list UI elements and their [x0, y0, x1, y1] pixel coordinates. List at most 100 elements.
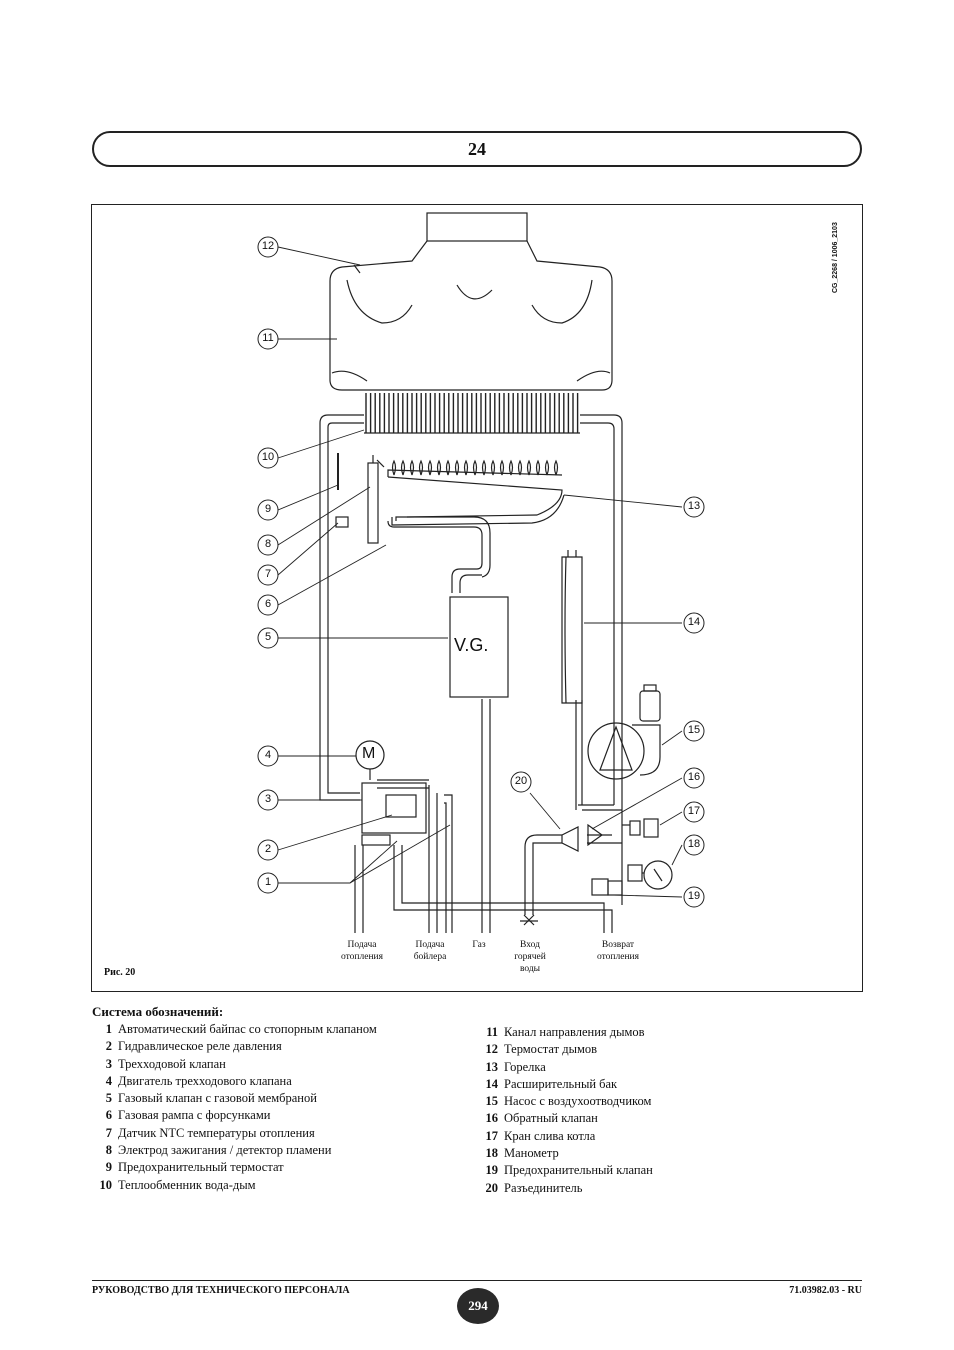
- legend-left-column: 1 Автоматический байпас со стопорным клап…: [92, 1021, 377, 1194]
- legend-item-text: Манометр: [504, 1146, 559, 1161]
- callout-label-circle: [257, 627, 279, 649]
- burner-flame: [535, 459, 541, 476]
- burner-flame: [436, 459, 442, 476]
- three-way-valve: [361, 782, 427, 834]
- callout-label: 3: [264, 793, 272, 805]
- callout-label-circle: [257, 534, 279, 556]
- legend-item-number: 10: [99, 1177, 113, 1192]
- burner-flame: [445, 459, 451, 476]
- burner-flame: [544, 459, 550, 476]
- safety-valve: [591, 878, 623, 896]
- burner-flame: [508, 459, 514, 476]
- legend-item-number: 11: [486, 1025, 498, 1039]
- legend-item: 11 Канал направления дымов: [478, 1024, 653, 1041]
- legend-item-text: Датчик NTC температуры отопления: [118, 1125, 315, 1140]
- callout-label-circle: [683, 720, 705, 742]
- callout-label-circle: [257, 872, 279, 894]
- burner-flame: [490, 459, 496, 476]
- legend-item-text: Предохранительный клапан: [504, 1163, 653, 1178]
- manometer: [627, 860, 673, 890]
- figure-frame: CG_2268 / 1006_2103 V.G. M Подача отопле…: [91, 204, 863, 992]
- callout-label: 4: [264, 749, 272, 761]
- callout-label: 13: [687, 500, 701, 512]
- legend-item-number: 20: [485, 1180, 499, 1195]
- legend-item: 12 Термостат дымов: [478, 1041, 653, 1058]
- callout-label: 20: [514, 775, 528, 787]
- callout-label-circle: [257, 564, 279, 586]
- callout-label-circle: [683, 496, 705, 518]
- legend-item-number: 5: [105, 1091, 112, 1106]
- legend-item-number: 12: [485, 1042, 499, 1057]
- legend-item-text: Газовый клапан с газовой мембраной: [118, 1091, 317, 1106]
- footer-divider: [92, 1280, 862, 1281]
- burner-flame: [517, 459, 523, 476]
- legend-item-number: 15: [485, 1094, 499, 1109]
- legend-item-number: 16: [485, 1111, 499, 1126]
- legend-item-number: 18: [485, 1146, 499, 1161]
- callout-label: 17: [687, 805, 701, 817]
- callout-label-circle: [683, 612, 705, 634]
- legend-item-number: 13: [485, 1059, 499, 1074]
- heat-exchanger: [365, 393, 579, 433]
- legend-item-text: Канал направления дымов: [504, 1025, 645, 1039]
- drawing-code: CG_2268 / 1006_2103: [832, 222, 839, 293]
- gas-valve: [449, 596, 509, 698]
- footer-manual-title: РУКОВОДСТВО ДЛЯ ТЕХНИЧЕСКОГО ПЕРСОНАЛА: [92, 1285, 350, 1296]
- electrode: [367, 455, 385, 544]
- check-valve: [587, 823, 604, 847]
- callout-label: 12: [261, 240, 275, 252]
- burner-flame: [454, 459, 460, 476]
- burner-flame: [499, 459, 505, 476]
- pipes: [319, 414, 623, 933]
- callout-label: 6: [264, 598, 272, 610]
- port-label-heating-flow: Подача отопления: [341, 940, 383, 962]
- callout-label: 2: [264, 843, 272, 855]
- flue-hood: [329, 212, 613, 391]
- legend-item-text: Насос с воздухоотводчиком: [504, 1094, 652, 1109]
- callout-label-circle: [683, 834, 705, 856]
- legend-item-number: 1: [105, 1022, 112, 1036]
- legend-item: 1 Автоматический байпас со стопорным клап…: [92, 1021, 377, 1038]
- burner-flame: [526, 459, 532, 476]
- drain-tap: [622, 818, 659, 838]
- burner: [387, 459, 565, 526]
- legend-item-text: Автоматический байпас со стопорным клапа…: [118, 1022, 377, 1036]
- motor-label: M: [362, 745, 376, 762]
- burner-flame: [553, 459, 559, 476]
- burner-flame: [418, 459, 424, 476]
- section-number: 24: [468, 139, 486, 159]
- burner-flame: [427, 459, 433, 476]
- callout-label-circle: [257, 499, 279, 521]
- callout-label: 19: [687, 890, 701, 902]
- gas-valve-label: V.G.: [454, 635, 489, 655]
- pump: [587, 684, 661, 780]
- legend-item-text: Термостат дымов: [504, 1042, 598, 1057]
- boiler-diagram: [257, 212, 705, 933]
- callout-label-circle: [257, 328, 279, 350]
- footer-doc-code: 71.03982.03 - RU: [789, 1285, 862, 1296]
- legend-item-text: Гидравлическое реле давления: [118, 1039, 282, 1054]
- burner-flame: [463, 459, 469, 476]
- legend-item-number: 4: [105, 1073, 112, 1088]
- callout-label-circle: [257, 594, 279, 616]
- legend-item-text: Разъединитель: [504, 1180, 583, 1195]
- leader-lines: [277, 246, 683, 898]
- callout-label: 9: [264, 503, 272, 515]
- expansion-tank: [561, 556, 583, 704]
- section-header: 24: [92, 131, 862, 167]
- legend-item: 18 Манометр: [478, 1145, 653, 1162]
- burner-flame: [391, 459, 397, 476]
- callout-label-circle: [683, 886, 705, 908]
- callout-label: 14: [687, 616, 701, 628]
- legend-item-text: Расширительный бак: [504, 1076, 618, 1091]
- legend-item-text: Предохранительный термостат: [118, 1160, 284, 1175]
